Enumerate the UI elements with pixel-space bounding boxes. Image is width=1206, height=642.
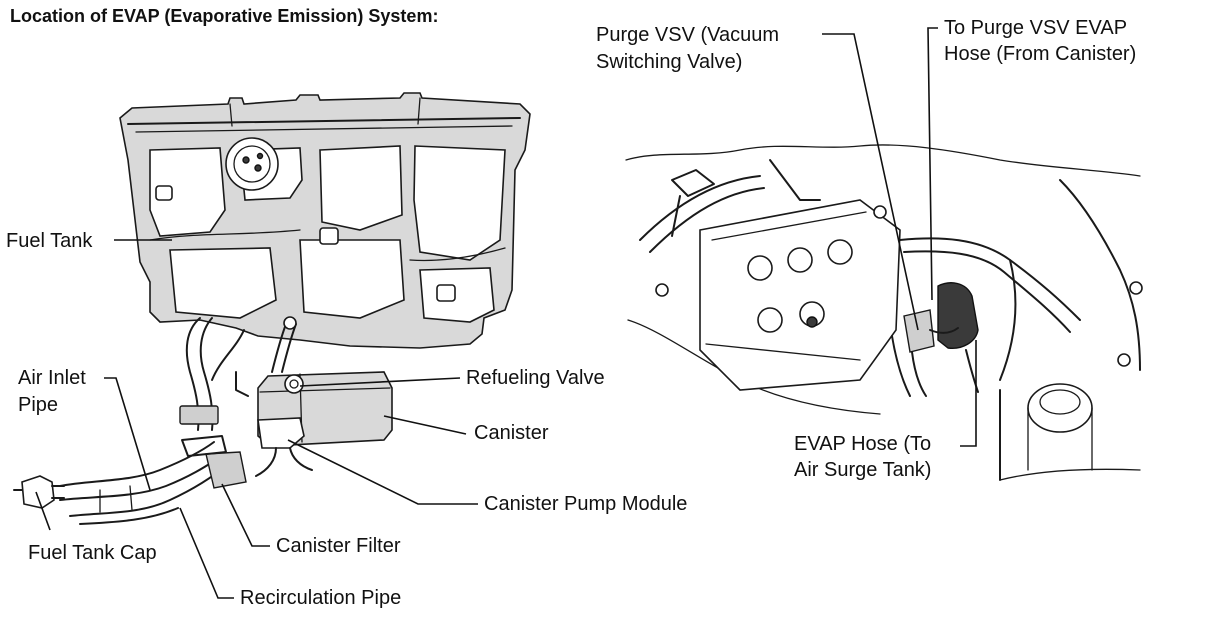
canister-illustration [255,371,393,477]
label-canister-filter: Canister Filter [276,535,401,557]
label-purge-vsv-line1: Purge VSV (Vacuum [596,24,780,46]
leader-lines [35,27,977,599]
fuel-tank-illustration [119,92,531,431]
label-canister: Canister [474,422,549,444]
label-evap-hose-line2: Air Surge Tank) [794,459,932,481]
label-to-purge-vsv-line2: Hose (From Canister) [944,43,1137,65]
label-fuel-tank-cap: Fuel Tank Cap [28,542,157,564]
label-air-inlet-pipe-line2: Pipe [18,394,59,416]
engine-bay-illustration [625,144,1143,481]
label-fuel-tank: Fuel Tank [6,230,93,252]
label-air-inlet-pipe-line1: Air Inlet [18,367,86,389]
label-purge-vsv-line2: Switching Valve) [596,51,743,73]
label-to-purge-vsv-line1: To Purge VSV EVAP [944,17,1128,39]
diagram-title: Location of EVAP (Evaporative Emission) … [10,6,439,26]
label-canister-pump-module: Canister Pump Module [484,493,688,515]
label-refueling-valve: Refueling Valve [466,367,605,389]
label-recirculation-pipe: Recirculation Pipe [240,587,402,609]
filler-pipe-illustration [13,435,247,525]
label-evap-hose-line1: EVAP Hose (To [794,433,932,455]
